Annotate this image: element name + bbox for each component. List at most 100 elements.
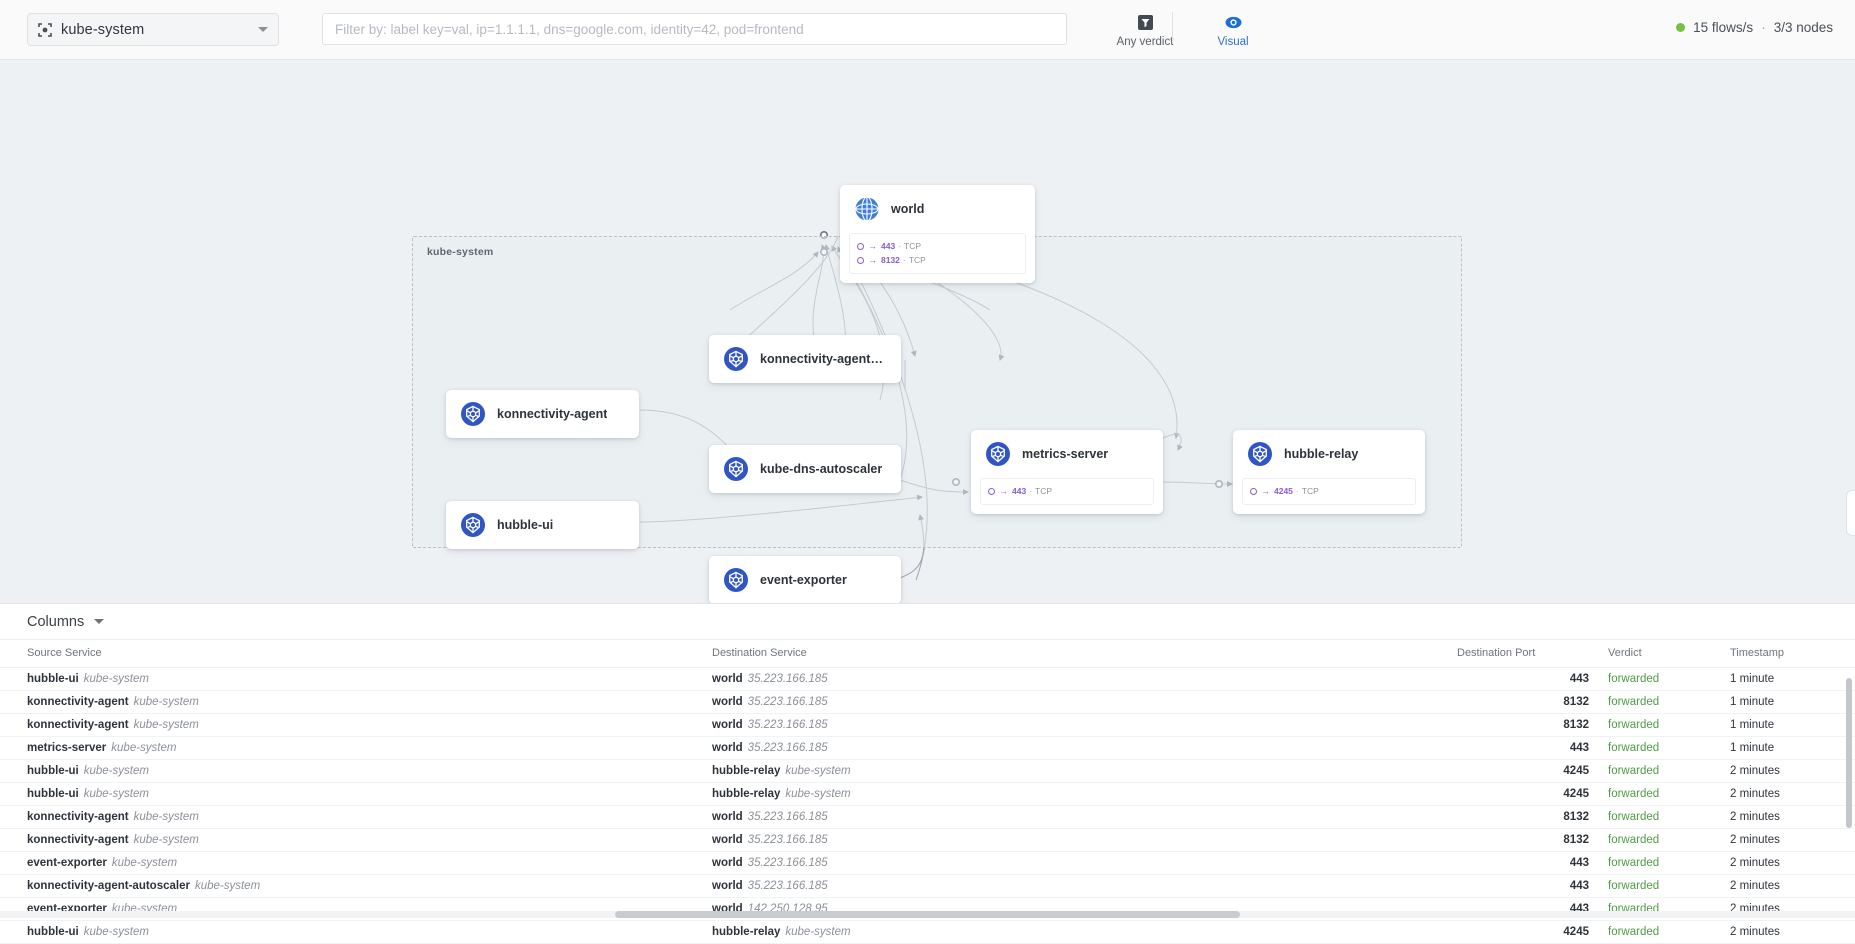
port-separator: · bbox=[898, 241, 902, 251]
verdict-value: forwarded bbox=[1608, 719, 1660, 731]
timestamp-value: 2 minutes bbox=[1730, 857, 1780, 869]
destination-port-value: 8132 bbox=[1563, 696, 1589, 708]
graph-node-kube-dns-autoscaler[interactable]: kube-dns-autoscaler bbox=[709, 445, 901, 493]
flows-table: Source Service Destination Service Desti… bbox=[0, 640, 1855, 944]
cell-verdict: forwarded bbox=[1592, 759, 1712, 783]
namespace-label: kube-system bbox=[61, 21, 145, 38]
kubernetes-icon bbox=[985, 441, 1011, 467]
columns-label: Columns bbox=[27, 613, 85, 630]
node-title: event-exporter bbox=[760, 573, 847, 587]
source-service-name: metrics-server bbox=[27, 742, 107, 754]
table-vertical-scrollbar[interactable] bbox=[1846, 678, 1852, 828]
status-indicator: 15 flows/s · 3/3 nodes bbox=[1676, 20, 1833, 35]
graph-node-hubble-relay[interactable]: hubble-relay → 4245 · TCP bbox=[1233, 430, 1425, 514]
service-map-canvas[interactable]: kube-system world → bbox=[0, 60, 1855, 603]
columns-button[interactable]: Columns bbox=[27, 613, 105, 630]
cell-destination-port: 443 bbox=[1457, 667, 1592, 691]
cell-destination-port: 4245 bbox=[1457, 782, 1592, 806]
source-service-name: hubble-ui bbox=[27, 926, 79, 938]
verdict-value: forwarded bbox=[1608, 696, 1660, 708]
verdict-value: forwarded bbox=[1608, 742, 1660, 754]
port-protocol: TCP bbox=[1301, 486, 1319, 496]
port-separator: · bbox=[902, 255, 906, 265]
cell-timestamp: 1 minute bbox=[1712, 667, 1855, 691]
arrow-right-icon: → bbox=[868, 254, 877, 265]
graph-node-hubble-ui[interactable]: hubble-ui bbox=[446, 501, 639, 549]
source-service-name: konnectivity-agent bbox=[27, 834, 129, 846]
table-header-row: Source Service Destination Service Desti… bbox=[0, 640, 1855, 668]
scrollbar-thumb[interactable] bbox=[615, 911, 1240, 918]
flows-rate: 15 flows/s bbox=[1693, 20, 1754, 35]
column-header-destination-service[interactable]: Destination Service bbox=[712, 640, 1457, 668]
graph-node-metrics-server[interactable]: metrics-server → 443 · TCP bbox=[971, 430, 1163, 514]
nodes-count: 3/3 nodes bbox=[1773, 20, 1833, 35]
k8s-namespace-icon bbox=[38, 22, 52, 37]
column-header-verdict[interactable]: Verdict bbox=[1592, 640, 1712, 668]
panel-resize-handle[interactable] bbox=[1846, 490, 1855, 536]
destination-namespace: kube-system bbox=[785, 788, 851, 800]
source-service-name: konnectivity-agent bbox=[27, 696, 129, 708]
verdict-value: forwarded bbox=[1608, 673, 1660, 685]
destination-service-name: world bbox=[712, 742, 743, 754]
source-service-name: konnectivity-agent bbox=[27, 811, 129, 823]
globe-icon bbox=[854, 196, 880, 222]
cell-verdict: forwarded bbox=[1592, 828, 1712, 852]
column-header-timestamp[interactable]: Timestamp bbox=[1712, 640, 1855, 668]
cell-timestamp: 2 minutes bbox=[1712, 805, 1855, 829]
destination-service-name: hubble-relay bbox=[712, 788, 781, 800]
destination-service-name: hubble-relay bbox=[712, 765, 781, 777]
verdict-value: forwarded bbox=[1608, 811, 1660, 823]
visual-mode-button[interactable]: Visual bbox=[1178, 8, 1288, 52]
graph-node-konnectivity-agent[interactable]: konnectivity-agent bbox=[446, 390, 639, 438]
cell-destination-port: 443 bbox=[1457, 851, 1592, 875]
cell-verdict: forwarded bbox=[1592, 782, 1712, 806]
destination-service-name: world bbox=[712, 834, 743, 846]
port-separator: · bbox=[1295, 486, 1299, 496]
cell-verdict: forwarded bbox=[1592, 713, 1712, 737]
node-title: kube-dns-autoscaler bbox=[760, 462, 883, 476]
column-header-source-service[interactable]: Source Service bbox=[0, 640, 712, 668]
arrow-right-icon: → bbox=[1261, 485, 1270, 496]
port-bullet-icon bbox=[857, 256, 864, 264]
graph-node-world[interactable]: world → 443 · TCP → 8132 · TCP bbox=[840, 185, 1035, 283]
verdict-filter-button[interactable]: Any verdict bbox=[1090, 8, 1200, 52]
timestamp-value: 2 minutes bbox=[1730, 926, 1780, 938]
namespace-selector[interactable]: kube-system bbox=[27, 13, 279, 46]
graph-node-konnectivity-agent-autoscaler[interactable]: konnectivity-agent-autosc… bbox=[709, 335, 901, 383]
filter-input[interactable] bbox=[322, 13, 1067, 45]
graph-node-event-exporter[interactable]: event-exporter bbox=[709, 556, 901, 603]
status-separator: · bbox=[1761, 20, 1766, 35]
arrow-right-icon: → bbox=[999, 485, 1008, 496]
source-service-name: hubble-ui bbox=[27, 673, 79, 685]
cell-timestamp: 2 minutes bbox=[1712, 828, 1855, 852]
destination-namespace: 35.223.166.185 bbox=[747, 880, 828, 892]
column-header-destination-port[interactable]: Destination Port bbox=[1457, 640, 1592, 668]
source-namespace: kube-system bbox=[133, 696, 199, 708]
table-horizontal-scrollbar[interactable] bbox=[0, 911, 1855, 918]
cell-timestamp: 2 minutes bbox=[1712, 920, 1855, 944]
destination-port-value: 4245 bbox=[1563, 765, 1589, 777]
cell-timestamp: 1 minute bbox=[1712, 713, 1855, 737]
port-row: → 8132 · TCP bbox=[857, 254, 1018, 266]
cell-timestamp: 2 minutes bbox=[1712, 759, 1855, 783]
visual-mode-label: Visual bbox=[1217, 35, 1249, 48]
